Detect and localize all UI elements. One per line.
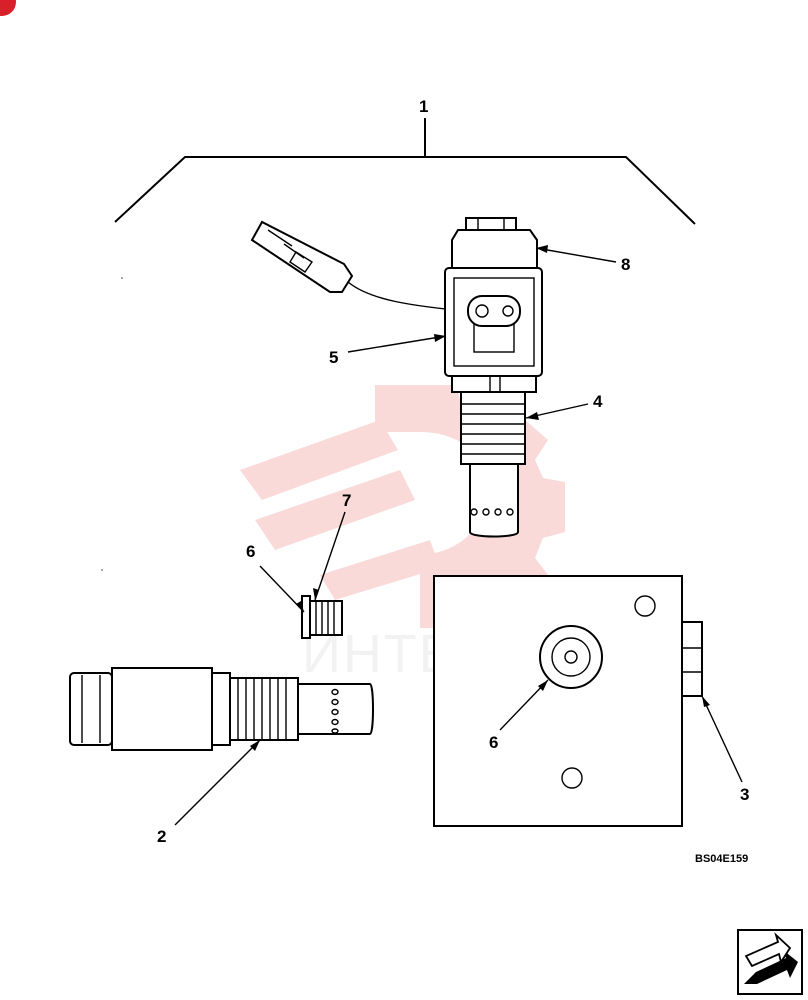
callout-2: 2: [157, 827, 166, 846]
callout-6-plug: 6: [246, 542, 255, 561]
leader-6-block: [499, 679, 549, 731]
valve-cartridge: [460, 391, 526, 538]
leader-5-arrow: [434, 334, 446, 342]
callout-3: 3: [740, 785, 749, 804]
corner-badge: [0, 0, 16, 16]
scan-dot: [121, 277, 123, 279]
relief-valve: [69, 667, 374, 751]
leader-8: [535, 247, 617, 263]
leader-3: [701, 695, 743, 783]
callout-1: 1: [419, 97, 428, 116]
leader-6-block-arrow: [538, 680, 548, 691]
plug-with-seal: [301, 595, 343, 639]
next-page-arrow-icon: [744, 932, 798, 984]
solenoid-coil: [444, 217, 543, 393]
leader-3-arrow: [702, 696, 710, 707]
leader-7-arrow: [313, 588, 319, 600]
leader-2: [174, 739, 261, 826]
next-page-button[interactable]: [737, 929, 803, 995]
callout-4: 4: [593, 392, 603, 411]
coil-connector: [250, 220, 476, 313]
leader-6-plug-arrow: [296, 601, 304, 612]
callout-6-block: 6: [489, 733, 498, 752]
scan-dot: [101, 569, 103, 571]
figure-code: BS04E159: [695, 853, 748, 865]
leader-4-arrow: [526, 412, 539, 420]
callout-7: 7: [342, 491, 351, 510]
callout-8: 8: [621, 255, 630, 274]
leader-8-arrow: [536, 245, 548, 253]
valve-block: [433, 575, 703, 827]
callout-5: 5: [329, 348, 338, 367]
leader-7: [314, 511, 346, 601]
leader-2-arrow: [250, 740, 260, 751]
assembly-bracket: [114, 156, 696, 225]
leader-5: [347, 335, 447, 353]
